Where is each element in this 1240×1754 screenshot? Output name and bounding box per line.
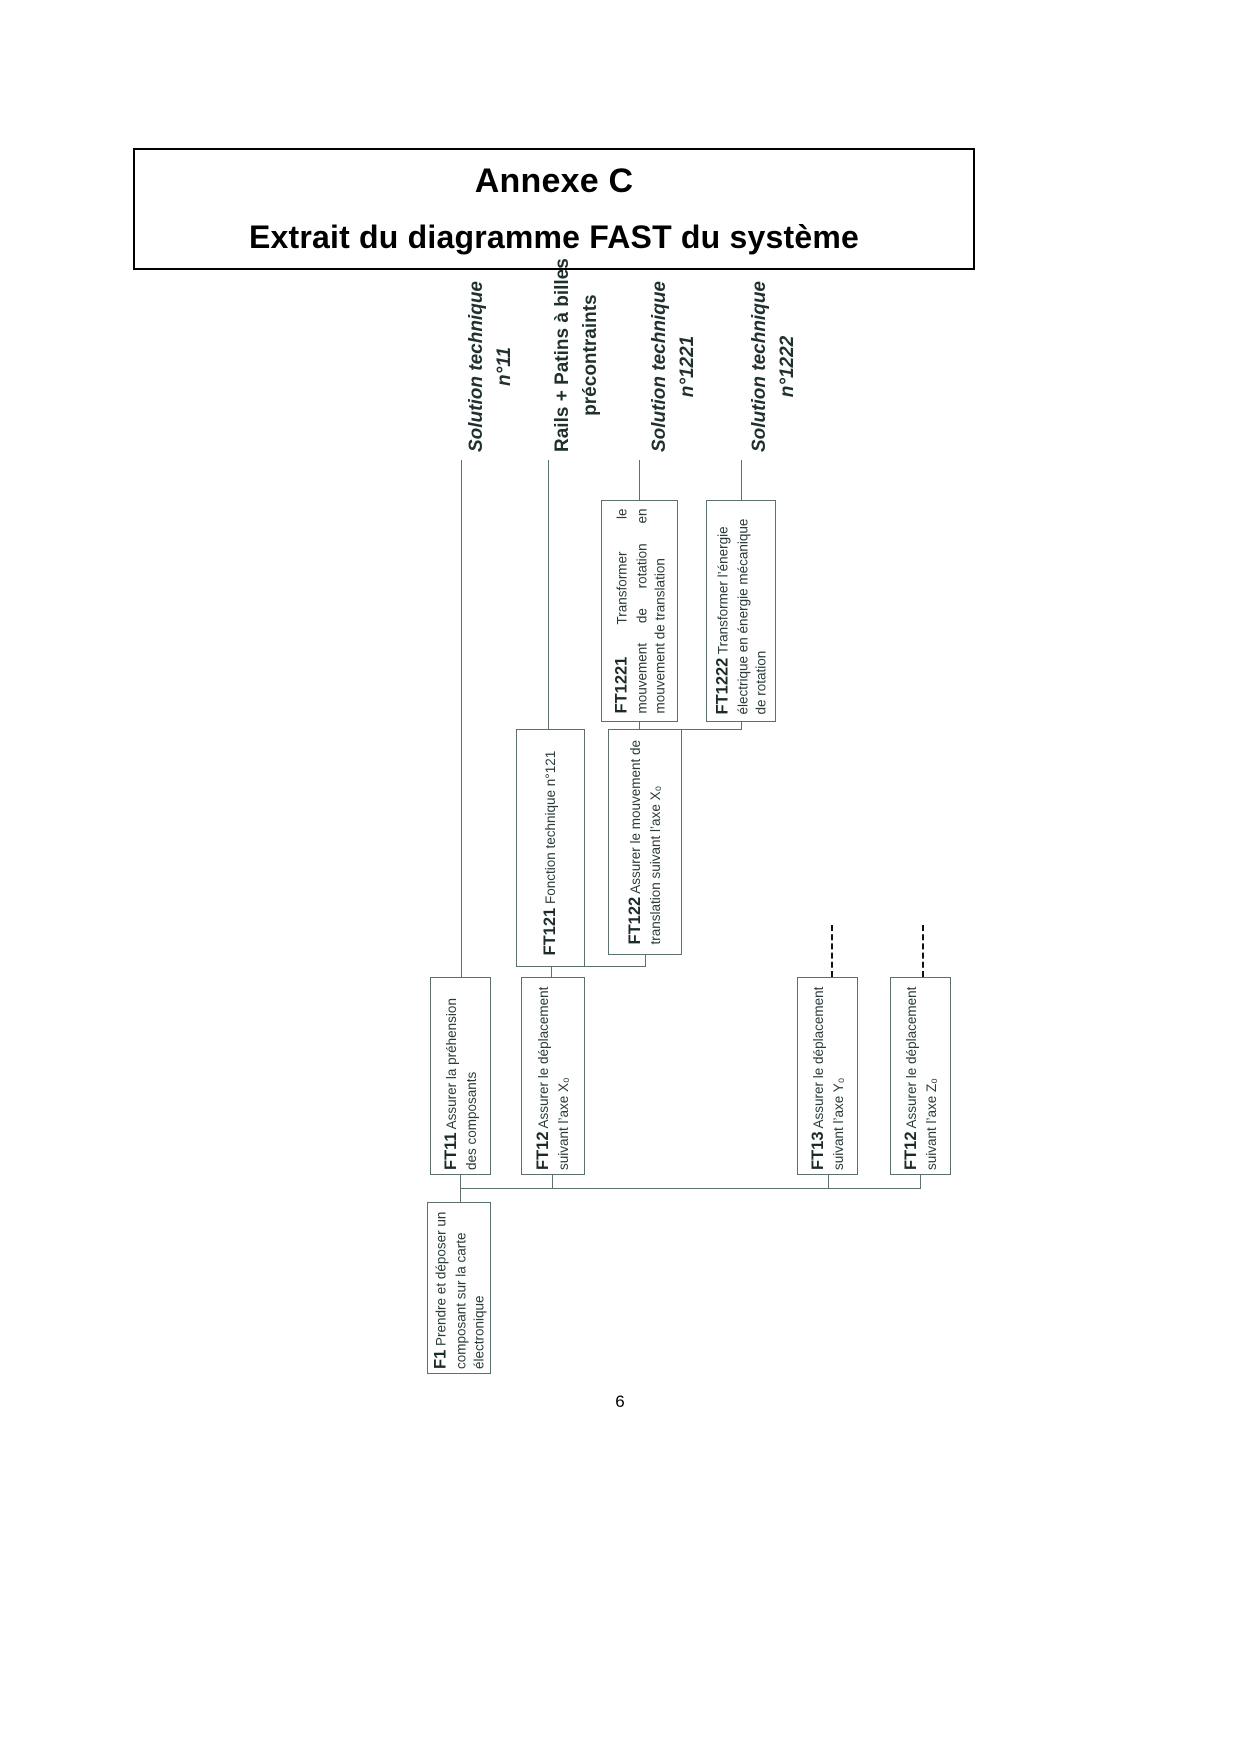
node-ft13-y0-text: FT13 Assurer le déplacement suivant l’ax… bbox=[808, 982, 848, 1170]
leader-line-solution-1221 bbox=[639, 460, 641, 500]
top-label-line2: n°11 bbox=[493, 347, 515, 386]
node-ft11-text: FT11 Assurer la préhension des composant… bbox=[441, 982, 481, 1170]
node-ft12-z0[interactable]: FT12 Assurer le déplacement suivant l’ax… bbox=[890, 977, 951, 1175]
node-ft121-desc: Fonction technique n°121 bbox=[542, 750, 558, 905]
connector-ft12x-down bbox=[552, 1175, 554, 1189]
top-label-line2: précontraints bbox=[579, 294, 601, 416]
node-ft12-x0[interactable]: FT12 Assurer le déplacement suivant l’ax… bbox=[521, 977, 585, 1175]
node-ft13-y0-code: FT13 bbox=[808, 1131, 827, 1170]
node-ft13-y0[interactable]: FT13 Assurer le déplacement suivant l’ax… bbox=[797, 977, 858, 1175]
top-label-line1: Solution technique bbox=[466, 281, 487, 452]
top-label-line1: Rails + Patins à billes bbox=[552, 258, 573, 452]
page-title-line2: Extrait du diagramme FAST du système bbox=[248, 219, 860, 255]
node-ft121[interactable]: FT121 Fonction technique n°121 bbox=[516, 729, 585, 967]
page-title-line1: Annexe C bbox=[474, 162, 634, 200]
top-label-rails: Rails + Patins à billes précontraints bbox=[549, 258, 604, 452]
dashed-stub-ft13 bbox=[831, 925, 833, 977]
node-ft11[interactable]: FT11 Assurer la préhension des composant… bbox=[430, 977, 491, 1175]
connector-ft1221-down bbox=[639, 722, 641, 730]
connector-ft122-down bbox=[645, 955, 647, 967]
node-ft1222-text: FT1222 Transformer l’énergie électrique … bbox=[712, 508, 769, 715]
leader-line-solution-1222 bbox=[741, 460, 743, 500]
top-label-line2: n°1221 bbox=[676, 335, 698, 398]
connector-f1-up bbox=[460, 1188, 462, 1202]
node-f1[interactable]: F1 Prendre et déposer un composant sur l… bbox=[427, 1202, 491, 1374]
node-ft1221-text: FT1221 Transformer le mouvement de rotat… bbox=[611, 509, 668, 714]
node-ft12-z0-code: FT12 bbox=[901, 1131, 920, 1170]
node-ft122-text: FT122 Assurer le mouvement de translatio… bbox=[625, 740, 665, 945]
top-label-solution-11: Solution technique n°11 bbox=[463, 281, 518, 452]
node-f1-text: F1 Prendre et déposer un composant sur l… bbox=[430, 1207, 487, 1369]
top-label-solution-1222: Solution technique n°1222 bbox=[746, 281, 801, 452]
node-ft12-z0-text: FT12 Assurer le déplacement suivant l’ax… bbox=[901, 982, 941, 1170]
node-ft122-code: FT122 bbox=[626, 896, 645, 945]
top-label-line2: n°1222 bbox=[776, 335, 798, 398]
leader-line-rails bbox=[548, 460, 550, 729]
connector-ft121-down bbox=[551, 967, 553, 977]
node-ft12-x0-code: FT12 bbox=[534, 1131, 553, 1170]
connector-main-bus bbox=[460, 1188, 921, 1190]
node-ft121-code: FT121 bbox=[540, 907, 559, 956]
top-label-line1: Solution technique bbox=[649, 281, 670, 452]
node-ft121-text: FT121 Fonction technique n°121 bbox=[540, 741, 562, 956]
top-label-line1: Solution technique bbox=[749, 281, 770, 452]
connector-ft12z-down bbox=[920, 1175, 922, 1189]
page-number: 6 bbox=[615, 1392, 625, 1411]
leader-line-solution-11 bbox=[461, 460, 463, 977]
node-ft11-code: FT11 bbox=[441, 1132, 460, 1170]
connector-ft1222-down bbox=[741, 722, 743, 730]
connector-bus-ft122-children bbox=[639, 729, 742, 731]
node-ft122[interactable]: FT122 Assurer le mouvement de translatio… bbox=[608, 729, 682, 955]
top-label-solution-1221: Solution technique n°1221 bbox=[646, 281, 701, 452]
node-ft1221[interactable]: FT1221 Transformer le mouvement de rotat… bbox=[601, 500, 678, 722]
node-ft12-x0-text: FT12 Assurer le déplacement suivant l’ax… bbox=[533, 982, 573, 1170]
dashed-stub-ft12-z0 bbox=[922, 925, 924, 977]
node-f1-code: F1 bbox=[431, 1349, 450, 1369]
connector-bus-ft12-children bbox=[551, 966, 646, 968]
node-ft1222[interactable]: FT1222 Transformer l’énergie électrique … bbox=[706, 500, 776, 722]
node-ft1222-code: FT1222 bbox=[713, 657, 732, 715]
connector-ft11-down bbox=[460, 1175, 462, 1189]
title-box: Annexe C Extrait du diagramme FAST du sy… bbox=[133, 148, 975, 270]
connector-ft13y-down bbox=[828, 1175, 830, 1189]
node-f1-desc: Prendre et déposer un composant sur la c… bbox=[433, 1211, 486, 1369]
node-ft1221-code: FT1221 bbox=[611, 656, 630, 714]
